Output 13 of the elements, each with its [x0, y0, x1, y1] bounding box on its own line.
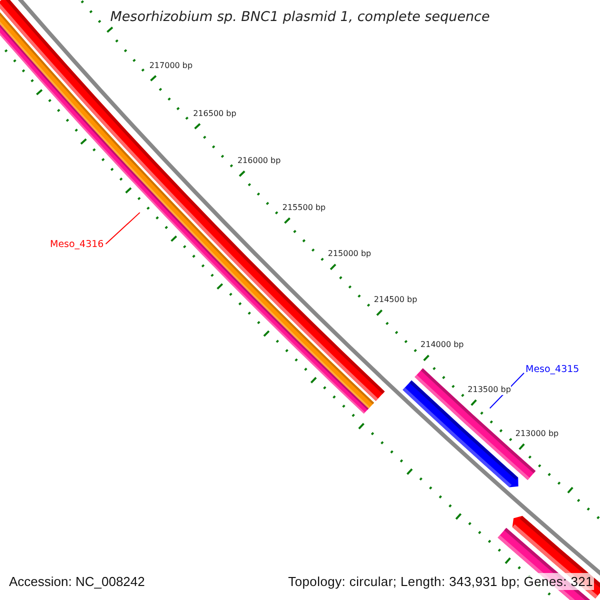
tick-label: 213000 bp: [515, 429, 559, 440]
tick-label: 217000 bp: [149, 60, 193, 71]
sequence-stats-label: Topology: circular; Length: 343,931 bp; Genes: 321: [287, 573, 594, 590]
tick-label: 213500 bp: [468, 385, 511, 396]
leader-line: [105, 212, 140, 244]
tick-label: 215500 bp: [282, 203, 326, 214]
gene-label: Meso_4316: [50, 239, 104, 251]
gene-label: Meso_4315: [526, 364, 580, 376]
tick-label: 214500 bp: [374, 295, 418, 306]
tick-label: 216000 bp: [237, 156, 281, 166]
tick-label: 215000 bp: [328, 249, 372, 260]
tick-label: 216500 bp: [193, 108, 236, 119]
tick-label: 214000 bp: [420, 340, 464, 350]
